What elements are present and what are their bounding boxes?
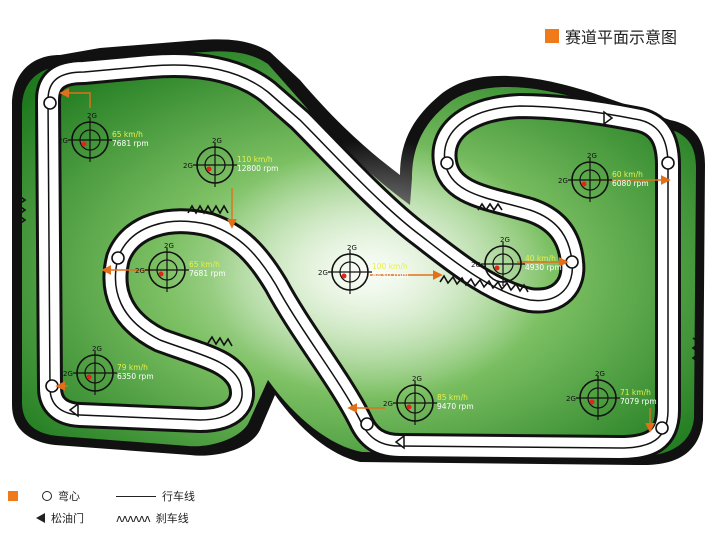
legend-row-apex: 弯心 (8, 488, 80, 504)
corner-speed: 65 km/h (189, 260, 220, 269)
g-label-left: 2G (558, 177, 568, 185)
throttle-off-marker (603, 110, 614, 126)
orange-square-icon (8, 491, 18, 501)
apex-marker (45, 379, 59, 393)
legend-row-throttle: 松油门 (36, 510, 84, 526)
legend-row-braking: ʌʌʌʌʌʌ 刹车线 (116, 510, 189, 526)
racing-line-icon (116, 495, 156, 497)
title-text: 赛道平面示意图 (565, 28, 678, 47)
g-label-left: 2G (135, 267, 145, 275)
g-label-left: 2G (58, 137, 68, 145)
arrow (59, 88, 91, 108)
corner-rpm: 4930 rpm (525, 263, 562, 272)
throttle-off-icon (36, 513, 45, 523)
apex-marker (43, 96, 57, 110)
g-label-top: 2G (595, 370, 605, 378)
braking-marker (16, 194, 27, 226)
apex-marker (661, 156, 675, 170)
corner-rpm: 8430 rpm (372, 271, 409, 280)
braking-marker (187, 204, 229, 215)
corner-speed: 110 km/h (237, 155, 273, 164)
track-surface (35, 52, 681, 461)
throttle-off-marker (394, 434, 405, 450)
g-label-top: 2G (500, 236, 510, 244)
g-label-top: 2G (212, 137, 222, 145)
g-force-dot (81, 141, 87, 147)
g-label-top: 2G (164, 242, 174, 250)
apex-marker (565, 255, 579, 269)
g-label-left: 2G (566, 395, 576, 403)
corner-rpm: 7681 rpm (189, 269, 226, 278)
apex-circle-icon (42, 491, 52, 501)
g-label-left: 2G (383, 400, 393, 408)
corner-speed: 65 km/h (112, 130, 143, 139)
corner-speed: 40 km/h (525, 254, 556, 263)
g-label-top: 2G (87, 112, 97, 120)
g-label-top: 2G (412, 375, 422, 383)
corner-rpm: 7079 rpm (620, 397, 657, 406)
g-force-dot (86, 374, 92, 380)
braking-zigzag-icon: ʌʌʌʌʌʌ (116, 511, 151, 525)
g-force-dot (581, 181, 587, 187)
corner-rpm: 7681 rpm (112, 139, 149, 148)
g-force-dot (341, 273, 347, 279)
braking-marker (691, 337, 702, 364)
braking-marker (207, 335, 233, 347)
g-force-dot (494, 265, 500, 271)
g-force-dot (406, 404, 412, 410)
legend-row-racing-line: 行车线 (116, 488, 195, 504)
corner-speed: 100 km/h (372, 262, 408, 271)
g-force-dot (206, 166, 212, 172)
g-label-left: 2G (471, 261, 481, 269)
legend-racing-line-label: 行车线 (162, 490, 195, 503)
g-label-top: 2G (347, 244, 357, 252)
g-label-left: 2G (183, 162, 193, 170)
legend-braking-label: 刹车线 (155, 512, 189, 525)
g-label-left: 2G (63, 370, 73, 378)
apex-marker (360, 417, 374, 431)
corner-speed: 79 km/h (117, 363, 148, 372)
g-label-top: 2G (587, 152, 597, 160)
apex-marker (440, 156, 454, 170)
throttle-off-marker (68, 402, 79, 418)
corner-rpm: 6350 rpm (117, 372, 154, 381)
apex-marker (655, 421, 669, 435)
legend-apex-label: 弯心 (58, 490, 80, 503)
corner-rpm: 6080 rpm (612, 179, 649, 188)
corner-rpm: 9470 rpm (437, 402, 474, 411)
corner-speed: 85 km/h (437, 393, 468, 402)
legend: 弯心 行车线 松油门 ʌʌʌʌʌʌ 刹车线 (8, 484, 268, 534)
title-marker-icon (545, 29, 559, 43)
braking-marker (477, 202, 503, 212)
g-force-dot (589, 399, 595, 405)
braking-marker (439, 274, 529, 293)
corner-speed: 60 km/h (612, 170, 643, 179)
diagram-title: 赛道平面示意图 (545, 26, 678, 47)
corner-rpm: 12800 rpm (237, 164, 278, 173)
g-label-top: 2G (92, 345, 102, 353)
g-force-dot (158, 271, 164, 277)
legend-throttle-label: 松油门 (51, 512, 84, 525)
corner-speed: 71 km/h (620, 388, 651, 397)
apex-marker (111, 251, 125, 265)
g-label-left: 2G (318, 269, 328, 277)
